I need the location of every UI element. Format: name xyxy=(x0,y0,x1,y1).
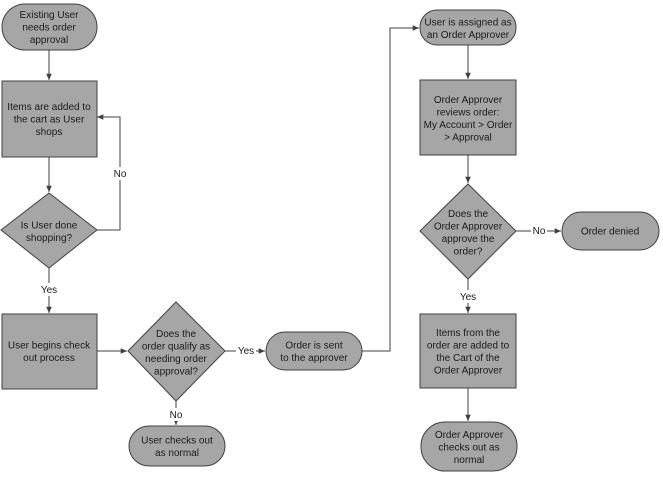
node-text-line: Existing User xyxy=(20,10,80,21)
edge-label-no-qualify: No xyxy=(170,410,183,421)
edge-label-yes-approve: Yes xyxy=(460,292,476,303)
node-text-line: Items from the xyxy=(436,328,500,339)
node-text-line: shops xyxy=(36,127,63,138)
node-text-line: shopping? xyxy=(26,233,73,244)
node-text-line: Order Approver xyxy=(434,365,503,376)
node-text-line: order are added to xyxy=(427,340,510,351)
node-text-line: User checks out xyxy=(141,435,213,446)
node-text-line: User is assigned as xyxy=(424,17,511,28)
node-text-line: needs order xyxy=(22,23,76,34)
node-assigned-approver-text: User is assigned as an Order Approver xyxy=(424,17,511,41)
node-done-shopping-text: Is User done shopping? xyxy=(21,220,78,244)
node-text-line: > Approval xyxy=(444,132,492,143)
node-text-line: Is User done xyxy=(21,220,78,231)
node-text-line: reviews order: xyxy=(437,107,500,118)
edge-sent-to-assigned xyxy=(362,25,419,352)
node-order-denied-text: Order denied xyxy=(581,227,639,238)
node-text-line: approve the xyxy=(442,234,495,245)
node-text-line: order? xyxy=(454,246,483,257)
node-text-line: the cart as User xyxy=(14,115,85,126)
node-begin-checkout-text: User begins check out process xyxy=(8,340,91,364)
node-begin-checkout: User begins check out process xyxy=(1,313,98,390)
node-text-line: checks out as xyxy=(438,443,499,454)
node-text-line: out process xyxy=(23,353,75,364)
node-text-line: normal xyxy=(454,455,485,466)
edge-label-yes-done: Yes xyxy=(41,285,57,296)
node-done-shopping: Is User done shopping? xyxy=(0,192,98,269)
node-text-line: needing order xyxy=(145,354,207,365)
node-text-line: Order Approver xyxy=(434,221,503,232)
node-text-line: to the approver xyxy=(280,353,348,364)
node-text-line: Does the xyxy=(448,209,488,220)
node-text-line: an Order Approver xyxy=(427,30,510,41)
node-text-line: Order is sent xyxy=(285,340,342,351)
node-text-line: Does the xyxy=(156,329,196,340)
node-text-line: Items are added to xyxy=(7,102,91,113)
node-text-line: approval xyxy=(30,35,68,46)
edge-label-yes-qualify: Yes xyxy=(238,346,254,357)
node-sent-to-approver: Order is sent to the approver xyxy=(265,331,363,371)
edge-label-no-approve: No xyxy=(533,226,546,237)
node-sent-to-approver-text: Order is sent to the approver xyxy=(280,340,348,364)
node-order-denied: Order denied xyxy=(561,211,660,251)
node-text-line: the Cart of the xyxy=(436,353,500,364)
node-text-line: My Account > Order xyxy=(424,120,513,131)
node-text-line: approval? xyxy=(154,366,198,377)
edge-label-no-loop: No xyxy=(114,169,127,180)
node-text-line: User begins check xyxy=(8,340,91,351)
node-text-line: Order Approver xyxy=(435,430,504,441)
node-text-line: as normal xyxy=(155,448,199,459)
node-text-line: Order denied xyxy=(581,227,639,238)
node-text-line: Order Approver xyxy=(434,95,503,106)
node-assigned-approver: User is assigned as an Order Approver xyxy=(419,9,517,46)
node-text-line: order qualify as xyxy=(142,341,210,352)
node-checks-out-normal-text: User checks out as normal xyxy=(141,435,213,459)
node-checks-out-normal: User checks out as normal xyxy=(128,425,226,467)
